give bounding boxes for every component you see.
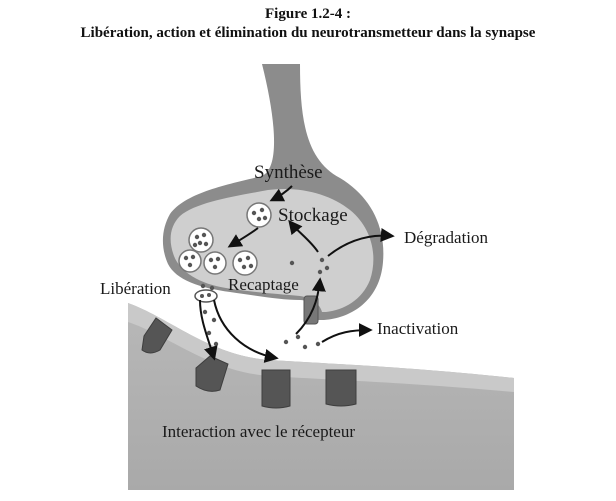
receptor — [195, 355, 229, 392]
figure-title: Libération, action et élimination du neu… — [80, 25, 536, 41]
label-interaction: Interaction avec le récepteur — [162, 422, 355, 441]
receptor — [325, 369, 357, 407]
label-synthese: Synthèse — [254, 162, 323, 183]
arrow-recycle-to-storage — [288, 219, 319, 253]
vesicle — [188, 227, 214, 253]
label-stockage: Stockage — [278, 205, 348, 226]
label-degradation: Dégradation — [404, 228, 489, 247]
arrow-release-right — [213, 299, 279, 363]
label-recaptage: Recaptage — [228, 275, 299, 294]
arrow-storage-to-vesicles — [227, 227, 259, 248]
vesicle-group — [178, 202, 272, 303]
arrow-to-degradation — [327, 228, 395, 257]
label-liberation: Libération — [100, 279, 171, 298]
vesicle — [178, 249, 202, 273]
arrow-release-left — [199, 299, 218, 361]
arrow-synthesis-to-storage — [269, 185, 293, 202]
postsynaptic-cell — [128, 303, 514, 490]
receptor — [141, 317, 173, 354]
vesicle — [246, 202, 272, 228]
arrow-inactivation — [321, 323, 373, 343]
arrows — [199, 185, 395, 363]
neurotransmitter-dots — [200, 257, 330, 350]
label-inactivation: Inactivation — [377, 319, 459, 338]
vesicle — [203, 251, 227, 275]
figure-number: Figure 1.2-4 : — [265, 6, 351, 22]
receptor — [261, 369, 291, 409]
fusing-vesicle — [194, 289, 218, 303]
postsynaptic-membrane-band — [128, 303, 514, 392]
receptor-group — [141, 317, 357, 409]
vesicle — [232, 250, 258, 276]
arrow-reuptake — [295, 277, 326, 335]
